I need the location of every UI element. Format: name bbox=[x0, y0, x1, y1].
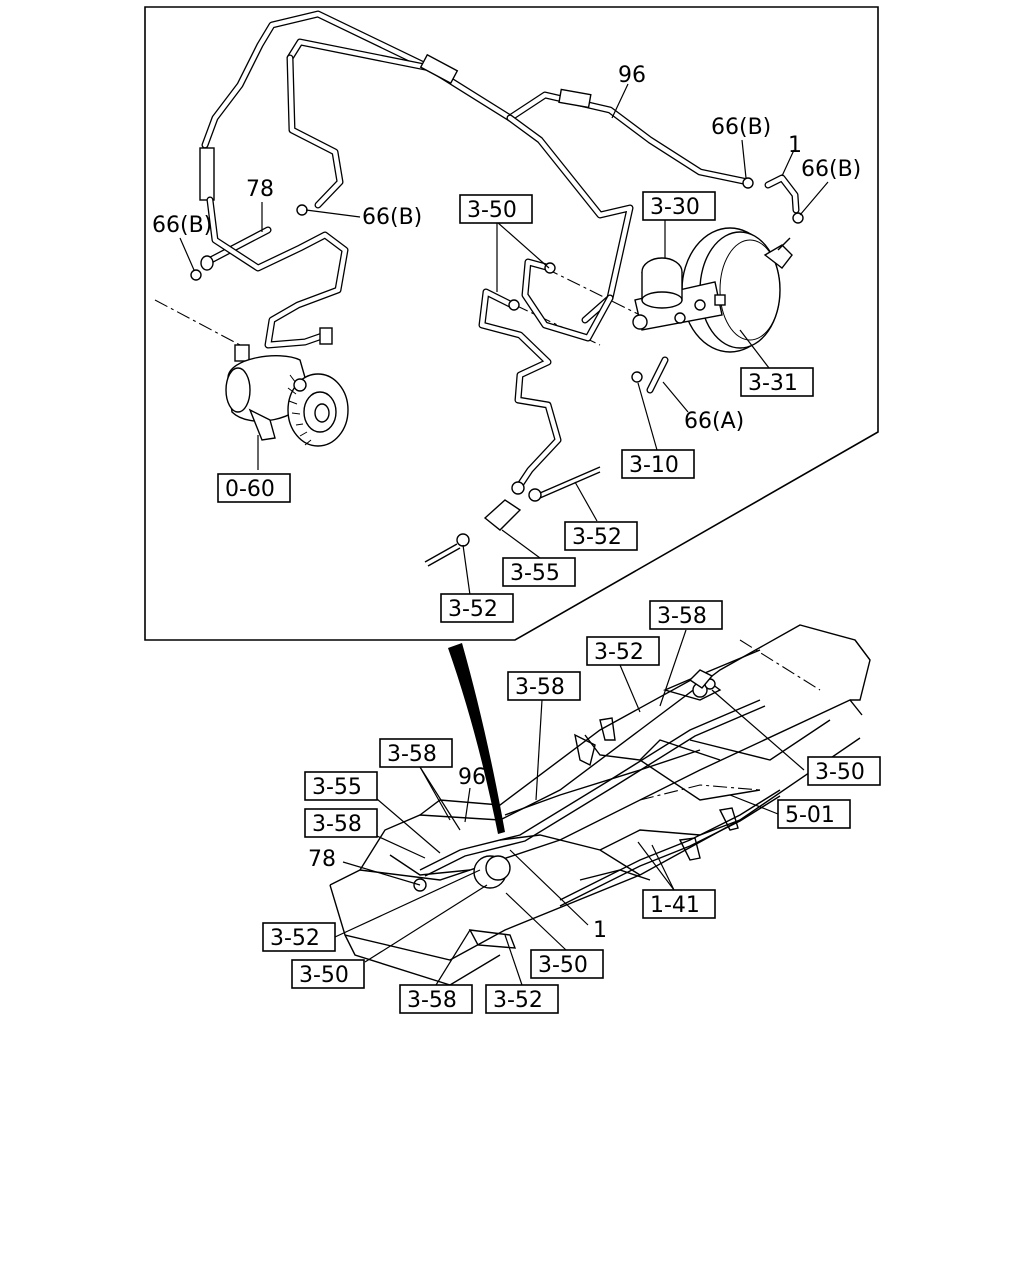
part-box-3-31: 3-31 bbox=[740, 367, 814, 397]
frame-brake-lines bbox=[413, 669, 781, 907]
callout-66a: 66(A) bbox=[684, 409, 744, 434]
part-box-label: 3-10 bbox=[629, 453, 679, 478]
pump-return-line bbox=[206, 196, 349, 349]
part-box-label: 3-58 bbox=[657, 604, 707, 629]
part-box-label: 3-52 bbox=[594, 640, 644, 665]
part-box-3-55-bot: 3-55 bbox=[304, 771, 378, 801]
part-box-label: 3-50 bbox=[467, 198, 517, 223]
callout-66b-b: 66(B) bbox=[801, 157, 861, 182]
part-box-3-58-b: 3-58 bbox=[507, 671, 581, 701]
callout-1-bot: 1 bbox=[593, 918, 607, 943]
part-box-label: 0-60 bbox=[225, 477, 275, 502]
vacuum-hose-66a bbox=[631, 356, 669, 394]
part-box-5-01: 5-01 bbox=[777, 799, 851, 829]
part-box-label: 5-01 bbox=[785, 803, 835, 828]
master-cylinder-3-30 bbox=[632, 257, 726, 331]
part-box-label: 3-58 bbox=[387, 742, 437, 767]
part-box-1-41: 1-41 bbox=[642, 889, 716, 919]
part-box-label: 3-52 bbox=[493, 988, 543, 1013]
part-box-3-58-d: 3-58 bbox=[304, 808, 378, 838]
callout-66b-d: 66(B) bbox=[152, 213, 212, 238]
part-box-3-58-e: 3-58 bbox=[399, 984, 473, 1014]
part-box-3-52-b: 3-52 bbox=[440, 593, 514, 623]
callout-96-top: 96 bbox=[618, 63, 646, 88]
part-box-label: 3-50 bbox=[538, 953, 588, 978]
part-box-label: 3-31 bbox=[748, 371, 798, 396]
callout-66b-a: 66(B) bbox=[711, 115, 771, 140]
part-box-label: 3-52 bbox=[270, 926, 320, 951]
three-way-joint-3-55 bbox=[424, 466, 601, 567]
hose-78 bbox=[200, 226, 272, 271]
part-box-label: 3-52 bbox=[448, 597, 498, 622]
part-box-label: 3-55 bbox=[312, 775, 362, 800]
part-box-label: 3-58 bbox=[515, 675, 565, 700]
part-box-3-55-top: 3-55 bbox=[502, 557, 576, 587]
part-box-label: 3-30 bbox=[650, 195, 700, 220]
part-box-3-58-a: 3-58 bbox=[649, 600, 723, 630]
part-box-label: 3-50 bbox=[815, 760, 865, 785]
detail-inset-frame bbox=[144, 6, 879, 641]
chassis-frame bbox=[329, 624, 871, 986]
part-box-3-50-right: 3-50 bbox=[807, 756, 881, 786]
callout-1-top: 1 bbox=[788, 133, 802, 158]
vacuum-pump-0-60 bbox=[225, 344, 349, 447]
callout-78-bot: 78 bbox=[308, 847, 336, 872]
part-box-3-50-bottom: 3-50 bbox=[530, 949, 604, 979]
callout-66b-c: 66(B) bbox=[362, 205, 422, 230]
callout-96-bot: 96 bbox=[458, 765, 486, 790]
part-box-3-10: 3-10 bbox=[621, 449, 695, 479]
brake-pipe-96 bbox=[199, 10, 752, 324]
hose-1 bbox=[764, 174, 800, 214]
part-box-0-60: 0-60 bbox=[217, 473, 291, 503]
part-box-3-30: 3-30 bbox=[642, 191, 716, 221]
part-box-3-52-c: 3-52 bbox=[586, 636, 660, 666]
part-box-3-52-a: 3-52 bbox=[564, 521, 638, 551]
part-box-3-58-c: 3-58 bbox=[379, 738, 453, 768]
brake-booster-3-31 bbox=[681, 227, 793, 353]
part-box-3-52-d: 3-52 bbox=[262, 922, 336, 952]
part-box-label: 3-55 bbox=[510, 561, 560, 586]
brake-pipe-3-50 bbox=[478, 258, 614, 489]
part-box-3-50-left: 3-50 bbox=[291, 959, 365, 989]
part-box-label: 3-58 bbox=[312, 812, 362, 837]
part-box-label: 3-52 bbox=[572, 525, 622, 550]
part-box-3-52-e: 3-52 bbox=[485, 984, 559, 1014]
part-box-label: 3-50 bbox=[299, 963, 349, 988]
part-box-label: 3-58 bbox=[407, 988, 457, 1013]
callout-78-top: 78 bbox=[246, 177, 274, 202]
part-box-3-50-top: 3-50 bbox=[459, 194, 533, 224]
part-box-label: 1-41 bbox=[650, 893, 700, 918]
detail-pointer-wedge bbox=[448, 643, 505, 834]
leader-lines bbox=[179, 83, 829, 986]
